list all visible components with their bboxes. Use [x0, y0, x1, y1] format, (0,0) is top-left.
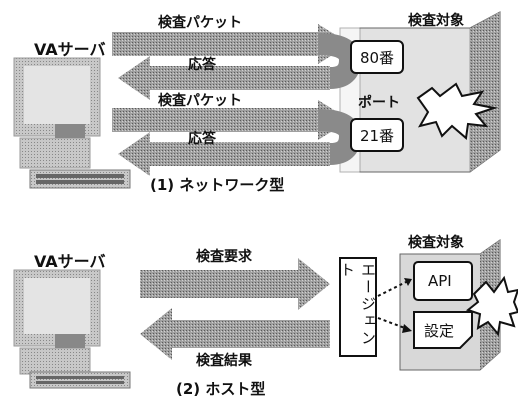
- response-label-2: 応答: [188, 131, 216, 147]
- port-80-text: 80番: [359, 48, 395, 67]
- target-label-2: 検査対象: [408, 235, 464, 251]
- agent-link-arrows: [377, 278, 412, 333]
- response-label-1: 応答: [188, 57, 216, 73]
- result-label: 検査結果: [196, 353, 252, 369]
- probe-arrow-2: [112, 100, 350, 140]
- packet-label-1: 検査パケット: [158, 15, 242, 31]
- host-caption: (2) ホスト型: [176, 380, 266, 398]
- request-label: 検査要求: [196, 249, 252, 265]
- burst-shape-2: [465, 275, 518, 337]
- target-label-1: 検査対象: [408, 13, 464, 29]
- port-80-box: 80番: [350, 40, 404, 74]
- port-21-box: 21番: [350, 118, 404, 152]
- agent-box: [339, 257, 377, 357]
- request-arrow: [140, 258, 330, 310]
- api-box: [413, 261, 473, 301]
- result-arrow: [140, 308, 330, 360]
- va-server-computer-2: [13, 269, 131, 389]
- packet-label-2: 検査パケット: [158, 93, 242, 109]
- port-21-text: 21番: [359, 126, 395, 145]
- burst-shape-1: [416, 82, 498, 140]
- va-server-label-1: VAサーバ: [34, 40, 106, 59]
- port-label: ポート: [358, 95, 400, 111]
- probe-arrow-1: [112, 24, 350, 64]
- va-server-label-2: VAサーバ: [34, 252, 106, 271]
- api-label: API: [428, 272, 452, 290]
- network-caption: (1) ネットワーク型: [150, 176, 285, 194]
- settings-label: 設定: [424, 322, 455, 340]
- va-server-computer-1: [13, 57, 131, 189]
- agent-label: エージェント: [338, 262, 377, 347]
- settings-box: [413, 311, 473, 349]
